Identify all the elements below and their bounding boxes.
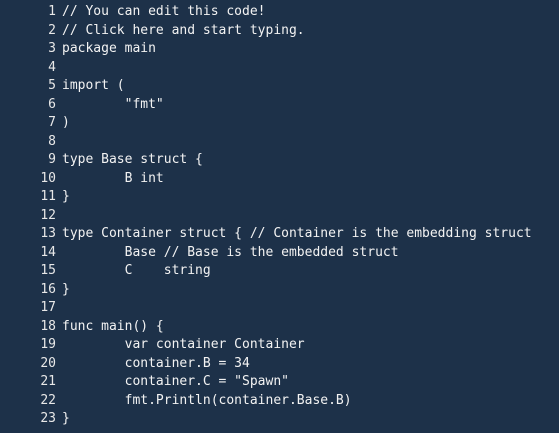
code-text[interactable]: }: [62, 411, 70, 426]
code-text[interactable]: B int: [62, 170, 164, 186]
code-text[interactable]: fmt.Println(container.Base.B): [62, 392, 352, 408]
code-text[interactable]: package main: [62, 41, 156, 56]
code-line[interactable]: 8: [0, 133, 559, 152]
code-line[interactable]: 12: [0, 207, 559, 226]
line-number: 7: [48, 115, 56, 130]
line-number: 5: [48, 78, 56, 93]
line-number: 4: [48, 59, 56, 75]
code-text[interactable]: "fmt": [62, 96, 164, 112]
code-text[interactable]: var container Container: [62, 337, 305, 352]
line-number: 13: [40, 226, 56, 241]
code-line[interactable]: 4: [0, 59, 559, 78]
code-line[interactable]: 19 var container Container: [0, 336, 559, 355]
line-number: 2: [48, 22, 56, 38]
code-text[interactable]: container.B = 34: [62, 355, 250, 371]
line-number: 20: [40, 355, 56, 371]
code-line[interactable]: 14 Base // Base is the embedded struct: [0, 244, 559, 263]
line-number: 10: [40, 170, 56, 186]
line-number: 11: [40, 189, 56, 204]
line-number: 21: [40, 374, 56, 389]
line-number: 17: [40, 300, 56, 315]
code-text[interactable]: C string: [62, 263, 211, 278]
code-line[interactable]: 23}: [0, 410, 559, 429]
code-text[interactable]: ): [62, 115, 70, 130]
line-number: 9: [48, 152, 56, 167]
code-text[interactable]: }: [62, 189, 70, 204]
code-line[interactable]: 2 // Click here and start typing.: [0, 22, 559, 41]
line-number: 6: [48, 96, 56, 112]
code-line[interactable]: 9 type Base struct {: [0, 151, 559, 170]
code-line[interactable]: 3 package main: [0, 40, 559, 59]
line-number: 18: [40, 318, 56, 334]
code-line[interactable]: 21 container.C = "Spawn": [0, 373, 559, 392]
code-text[interactable]: type Base struct {: [62, 152, 203, 167]
code-line[interactable]: 16}: [0, 281, 559, 300]
line-number: 8: [48, 133, 56, 149]
code-text[interactable]: func main() {: [62, 318, 164, 334]
code-line[interactable]: 17: [0, 299, 559, 318]
code-line[interactable]: 15 C string: [0, 262, 559, 281]
code-line[interactable]: 18 func main() {: [0, 318, 559, 337]
code-line[interactable]: 20 container.B = 34: [0, 355, 559, 374]
line-number: 19: [40, 337, 56, 352]
line-number: 14: [40, 244, 56, 260]
line-number: 3: [48, 41, 56, 56]
code-line[interactable]: 10 B int: [0, 170, 559, 189]
code-text[interactable]: type Container struct { // Container is …: [62, 226, 532, 241]
line-number: 15: [40, 263, 56, 278]
code-text[interactable]: import (: [62, 78, 125, 93]
code-text[interactable]: Base // Base is the embedded struct: [62, 244, 399, 260]
line-number: 1: [48, 4, 56, 19]
code-line[interactable]: 5 import (: [0, 77, 559, 96]
line-number: 23: [40, 411, 56, 426]
code-text[interactable]: // Click here and start typing.: [62, 22, 305, 38]
code-text[interactable]: }: [62, 281, 70, 297]
code-line[interactable]: 6 "fmt": [0, 96, 559, 115]
line-number: 22: [40, 392, 56, 408]
code-line[interactable]: 13 type Container struct { // Container i…: [0, 225, 559, 244]
line-number: 12: [40, 207, 56, 223]
code-line[interactable]: 11}: [0, 188, 559, 207]
code-line[interactable]: 7): [0, 114, 559, 133]
code-text[interactable]: // You can edit this code!: [62, 4, 266, 19]
code-line[interactable]: 1 // You can edit this code!: [0, 3, 559, 22]
line-number: 16: [40, 281, 56, 297]
code-text[interactable]: container.C = "Spawn": [62, 374, 289, 389]
code-line[interactable]: 22 fmt.Println(container.Base.B): [0, 392, 559, 411]
